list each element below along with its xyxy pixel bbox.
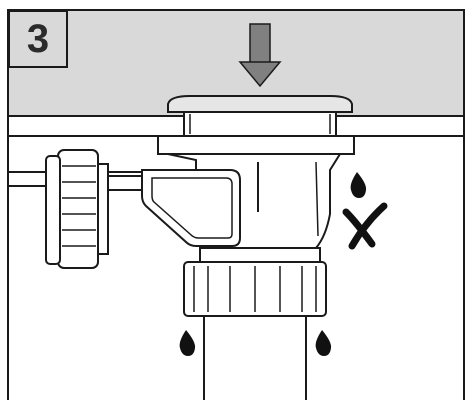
down-arrow-icon [238, 23, 282, 88]
water-drop-icon [315, 330, 332, 356]
drain-flange [157, 135, 355, 155]
overflow-connector [141, 169, 241, 247]
water-drop-icon [179, 330, 196, 356]
side-union-nut [45, 149, 109, 269]
overflow-connector-inner [151, 177, 233, 239]
tailpiece-pipe [203, 316, 307, 400]
body-edge [315, 161, 319, 237]
bottom-union-nut [183, 247, 327, 317]
x-mark-icon [342, 202, 388, 250]
step-number: 3 [8, 10, 68, 68]
drain-cap [167, 95, 353, 137]
water-drop-icon [350, 172, 367, 198]
